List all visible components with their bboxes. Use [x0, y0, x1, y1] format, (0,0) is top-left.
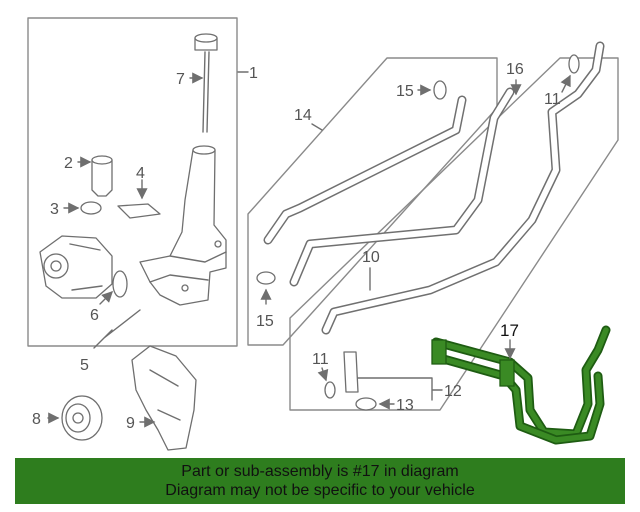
seal-ring-part-11b[interactable]	[324, 381, 336, 399]
callout-8: 8	[32, 411, 41, 428]
dipstick-cap[interactable]	[194, 33, 218, 133]
banner-line-1: Part or sub-assembly is #17 in diagram	[181, 463, 459, 480]
power-steering-pump[interactable]	[39, 235, 113, 299]
pressure-pipe-part-10[interactable]	[321, 41, 605, 335]
hose-part-16[interactable]	[289, 87, 515, 287]
fitting-part-12[interactable]	[343, 351, 359, 393]
callout-15b: 15	[256, 313, 274, 330]
callout-5: 5	[80, 357, 89, 374]
banner-line-2: Diagram may not be specific to your vehi…	[165, 482, 475, 499]
seal-ring-part-11a[interactable]	[568, 54, 580, 74]
callout-9: 9	[126, 415, 135, 432]
callout-11b: 11	[312, 351, 329, 368]
callout-11a: 11	[544, 91, 561, 108]
callout-17: 17	[500, 321, 519, 340]
callout-6: 6	[90, 307, 99, 324]
o-ring-part-3[interactable]	[80, 201, 102, 215]
callout-1: 1	[249, 65, 258, 82]
o-ring-part-13[interactable]	[355, 397, 377, 411]
callout-10: 10	[362, 249, 380, 266]
callout-leaders	[47, 71, 571, 428]
fitting-part[interactable]	[91, 155, 113, 197]
callout-7: 7	[176, 71, 185, 88]
return-hose-part-14[interactable]	[263, 95, 467, 245]
seal-ring-part[interactable]	[112, 270, 128, 298]
callout-15a: 15	[396, 83, 414, 100]
pipe-group-panel	[289, 57, 619, 411]
pulley-part[interactable]	[61, 395, 103, 441]
callout-3: 3	[50, 201, 59, 218]
callout-12: 12	[444, 383, 462, 400]
callout-13: 13	[396, 397, 414, 414]
info-banner: Part or sub-assembly is #17 in diagram D…	[15, 458, 625, 504]
callout-16: 16	[506, 61, 524, 78]
reservoir-assembly[interactable]	[139, 145, 227, 306]
seal-ring-part-15a[interactable]	[433, 80, 447, 100]
callout-14: 14	[294, 107, 312, 124]
bracket-clip-part[interactable]	[117, 203, 161, 219]
callout-4: 4	[136, 165, 145, 182]
cooler-assembly-part-17[interactable]	[431, 325, 611, 445]
mounting-bracket-part[interactable]	[131, 345, 197, 451]
seal-ring-part-15b[interactable]	[256, 271, 276, 285]
callout-2: 2	[64, 155, 73, 172]
reservoir-group-panel	[27, 17, 238, 347]
